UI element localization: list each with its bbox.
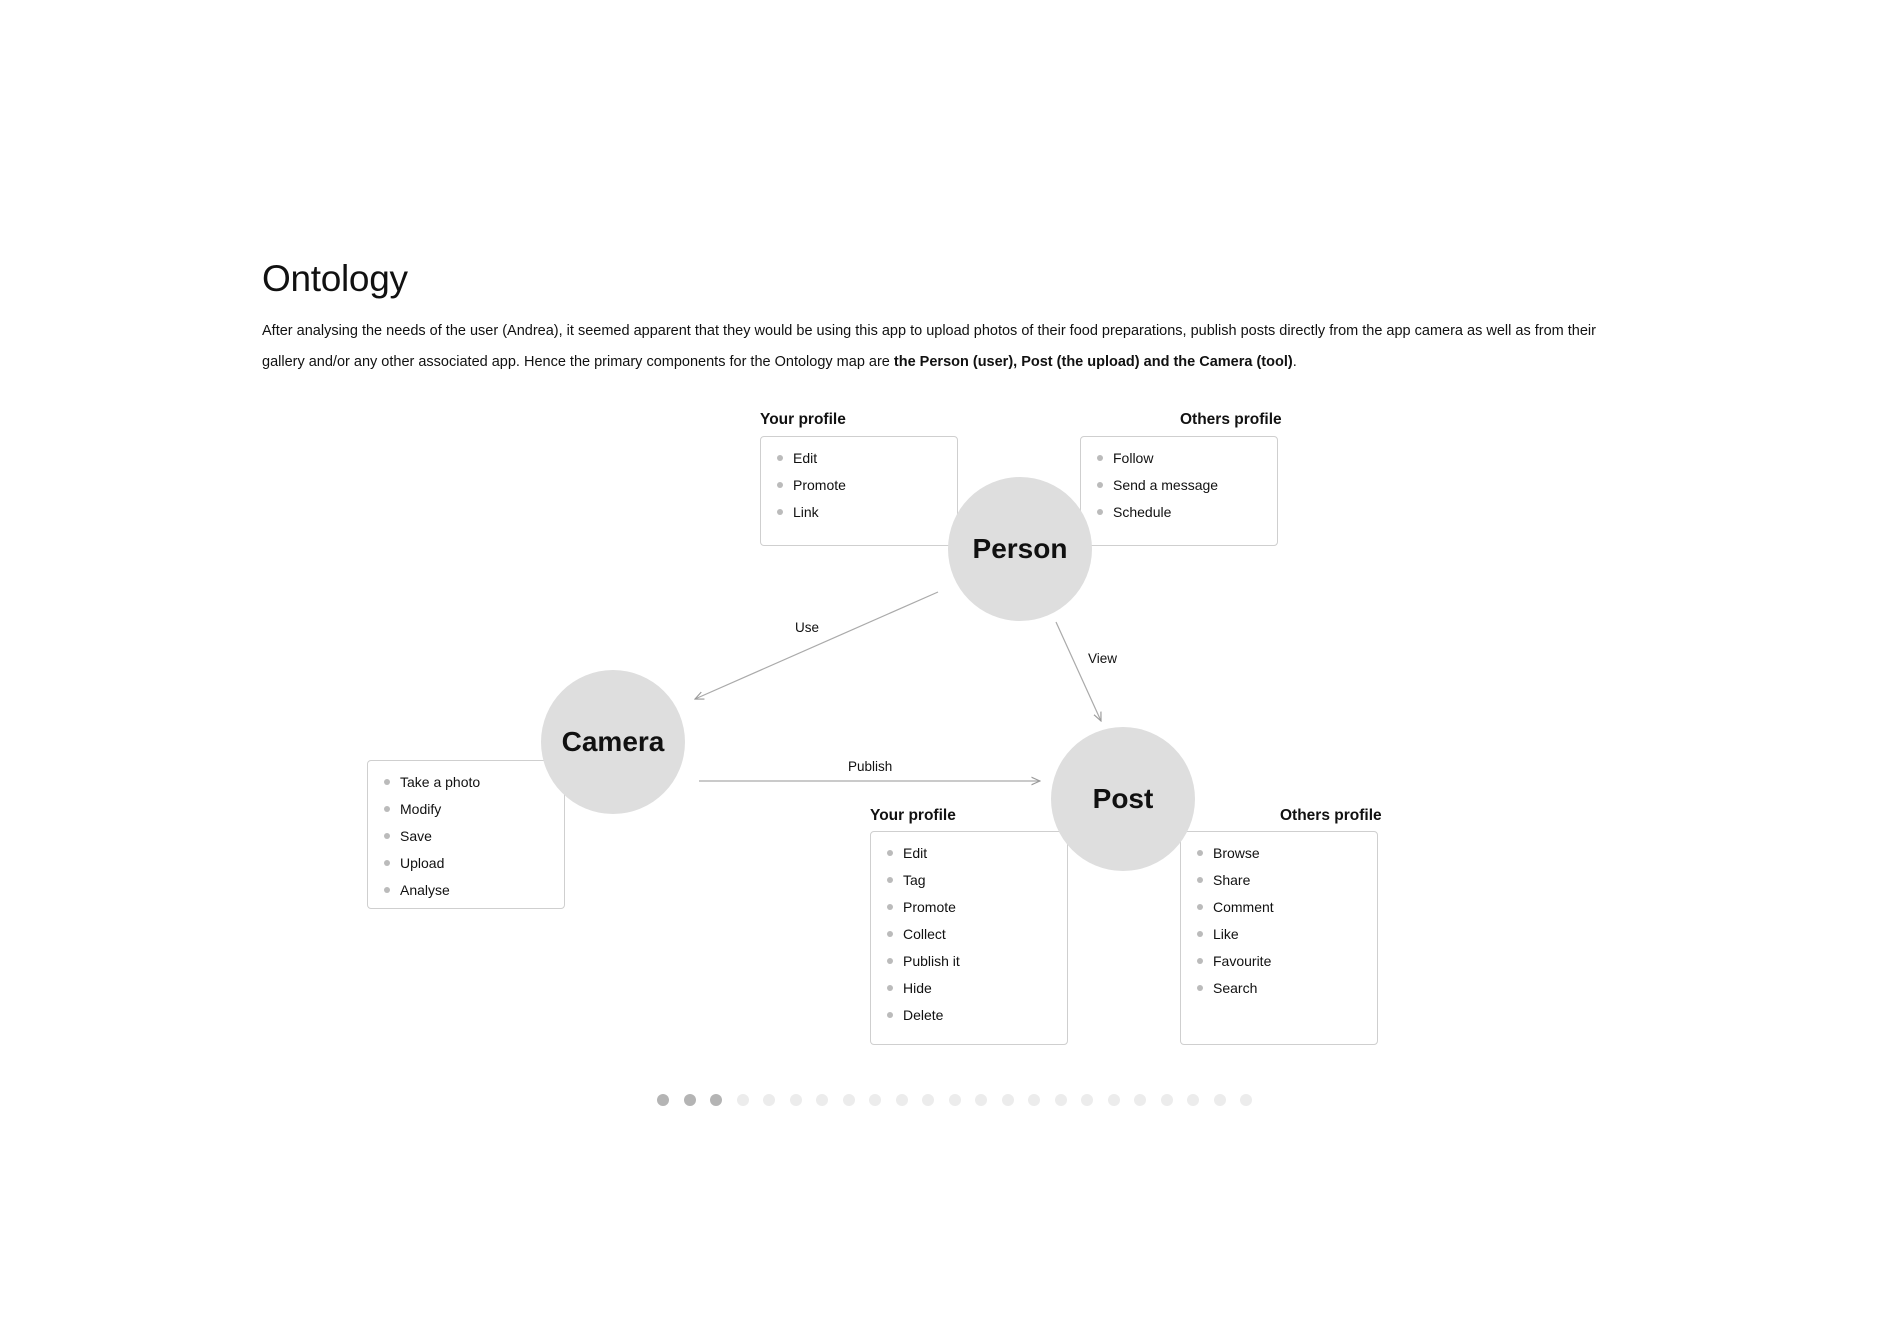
person-your-profile-label: Your profile	[760, 411, 846, 428]
publish-edge-label: Publish	[848, 759, 893, 774]
list-item: Edit	[777, 448, 957, 475]
list-item: Take a photo	[384, 772, 564, 799]
pagination-dot[interactable]	[789, 1094, 802, 1106]
list-item: Tag	[887, 870, 1067, 897]
intro-end: .	[1292, 354, 1297, 370]
list-item: Follow	[1097, 448, 1277, 475]
pagination-dot[interactable]	[1187, 1094, 1199, 1106]
intro-paragraph: After analysing the needs of the user (A…	[262, 316, 1642, 378]
pagination-dot[interactable]	[1001, 1094, 1014, 1106]
pagination-dot[interactable]	[1054, 1094, 1067, 1106]
list-item: Modify	[384, 799, 564, 826]
list-item: Browse	[1197, 843, 1377, 870]
pagination-dot[interactable]	[683, 1094, 696, 1106]
use-edge-label: Use	[795, 620, 820, 635]
pagination-dot[interactable]	[842, 1094, 855, 1106]
pagination-dot[interactable]	[1107, 1094, 1120, 1106]
pagination-dot[interactable]	[657, 1094, 669, 1106]
list-item: Analyse	[384, 880, 564, 907]
list-item: Like	[1197, 924, 1377, 951]
pagination-dot[interactable]	[869, 1094, 881, 1106]
pagination-dot[interactable]	[1134, 1094, 1146, 1106]
pagination-dot[interactable]	[763, 1094, 775, 1106]
list-item: Send a message	[1097, 475, 1277, 502]
list-item: Schedule	[1097, 502, 1277, 529]
list-item: Collect	[887, 924, 1067, 951]
list-item: Publish it	[887, 951, 1067, 978]
list-item: Edit	[887, 843, 1067, 870]
pagination-dot[interactable]	[1240, 1094, 1252, 1106]
pagination-dot[interactable]	[710, 1094, 722, 1106]
pagination-dot[interactable]	[975, 1094, 987, 1106]
list-item: Upload	[384, 853, 564, 880]
list-item: Favourite	[1197, 951, 1377, 978]
intro-bold-text: the Person (user), Post (the upload) and…	[893, 354, 1293, 370]
list-item: Comment	[1197, 897, 1377, 924]
pagination-dot[interactable]	[922, 1094, 934, 1106]
list-item: Promote	[777, 475, 957, 502]
person-node: Person	[948, 477, 1092, 621]
list-item: Hide	[887, 978, 1067, 1005]
pagination-dot[interactable]	[1028, 1094, 1040, 1106]
list-item: Share	[1197, 870, 1377, 897]
view-edge-label: View	[1088, 651, 1118, 666]
post-your-profile-label: Your profile	[870, 807, 956, 824]
pagination-dot[interactable]	[1213, 1094, 1226, 1106]
list-item: Promote	[887, 897, 1067, 924]
list-item: Delete	[887, 1005, 1067, 1032]
camera-node: Camera	[541, 670, 685, 814]
pagination-dot[interactable]	[736, 1094, 749, 1106]
use-arrow	[695, 591, 939, 699]
post-node-label: Post	[1092, 783, 1154, 814]
list-item: Link	[777, 502, 957, 529]
pagination-dot[interactable]	[895, 1094, 908, 1106]
view-arrow	[1055, 621, 1101, 721]
pagination-dot[interactable]	[1081, 1094, 1093, 1106]
person-node-label: Person	[972, 533, 1068, 564]
post-node: Post	[1051, 727, 1195, 871]
pagination-dot[interactable]	[1160, 1094, 1173, 1106]
pagination-dot[interactable]	[816, 1094, 828, 1106]
page-title: Ontology	[262, 258, 408, 299]
camera-node-label: Camera	[561, 726, 665, 757]
list-item: Search	[1197, 978, 1377, 1005]
intro-text: After analysing the needs of the user (A…	[262, 323, 1596, 370]
person-others-profile-label: Others profile	[1180, 411, 1282, 428]
post-others-profile-label: Others profile	[1280, 807, 1382, 824]
list-item: Save	[384, 826, 564, 853]
pagination-dot[interactable]	[948, 1094, 961, 1106]
slide-pagination	[657, 1093, 1252, 1107]
